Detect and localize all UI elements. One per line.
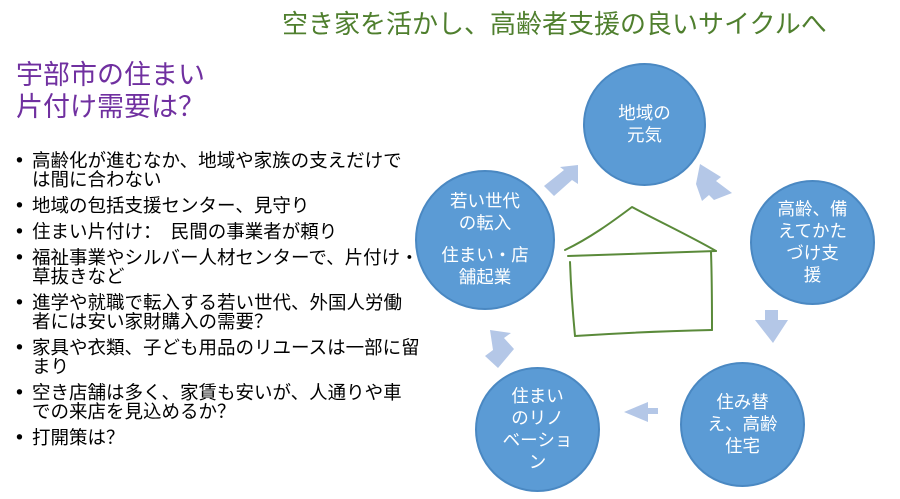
cycle-node-housing-renovation: 住まい のリノ ベーショ ン [475,367,600,492]
bullet-item: 空き店舗は多く、家賃も安いが、人通りや車での来店を見込めるか？ [12,384,420,422]
node-sub-label-line: 舗起業 [458,268,512,288]
cycle-arrow-icon [755,310,788,343]
cycle-node-relocation-elderly-housing: 住み替 え、高齢 住宅 [680,362,805,487]
node-label-line: ン [528,452,547,473]
node-label-line: 住宅 [725,436,760,457]
bullet-item: 高齢化が進むなか、地域や家族の支えだけでは間に合わない [12,152,420,190]
bullet-list: 高齢化が進むなか、地域や家族の支えだけでは間に合わない 地域の包括支援センター、… [12,152,420,455]
bullet-item: 打開策は？ [12,429,420,448]
bullet-item: 住まい片付け： 民間の事業者が頼り [12,223,420,242]
cycle-arrow-icon [624,402,658,422]
node-label-line: 地域の [618,103,671,124]
node-label-line: 住まい [511,386,564,407]
cycle-node-young-generation-inflow: 若い世代 の転入 住まい・店 舗起業 [415,170,555,310]
bullet-item: 福祉事業やシルバー人材センターで、片付け・草抜きなど [12,249,420,287]
bullet-item: 地域の包括支援センター、見守り [12,197,420,216]
node-label-line: 住み替 [716,392,769,413]
section-heading: 宇部市の住まい 片付け需要は？ [16,60,346,124]
node-label-line: 元気 [627,125,662,146]
node-label-line: の転入 [458,214,512,234]
bullet-item: 進学や就職で転入する若い世代、外国人労働者には安い家財購入の需要？ [12,294,420,332]
house-sketch-icon [564,206,717,337]
node-label-line: 高齢、備 [777,199,848,220]
node-label-line: え、高齢 [707,414,778,435]
cycle-arrow-icon [544,165,578,196]
node-label-line: ベーショ [502,430,573,451]
cycle-arrow-icon [696,164,732,201]
node-label-line: のリノ [511,408,564,429]
node-label-line: づけ支 [786,243,839,264]
cycle-arrow-icon [485,330,514,368]
slide-title: 空き家を活かし、高齢者支援の良いサイクルへ [282,10,827,40]
cycle-node-elderly-tidying-support: 高齢、備 えてかた づけ支 援 [750,180,875,305]
node-label-line: 若い世代 [450,192,520,212]
cycle-node-community-vitality: 地域の 元気 [583,63,706,186]
node-label-line: 援 [803,265,822,286]
heading-line-2: 片付け需要は？ [16,92,205,123]
heading-line-1: 宇部市の住まい [16,60,205,91]
node-sub-label-line: 住まい・店 [441,246,529,266]
bullet-item: 家具や衣類、子ども用品のリユースは一部に留まり [12,339,420,377]
node-label-line: えてかた [777,221,848,242]
